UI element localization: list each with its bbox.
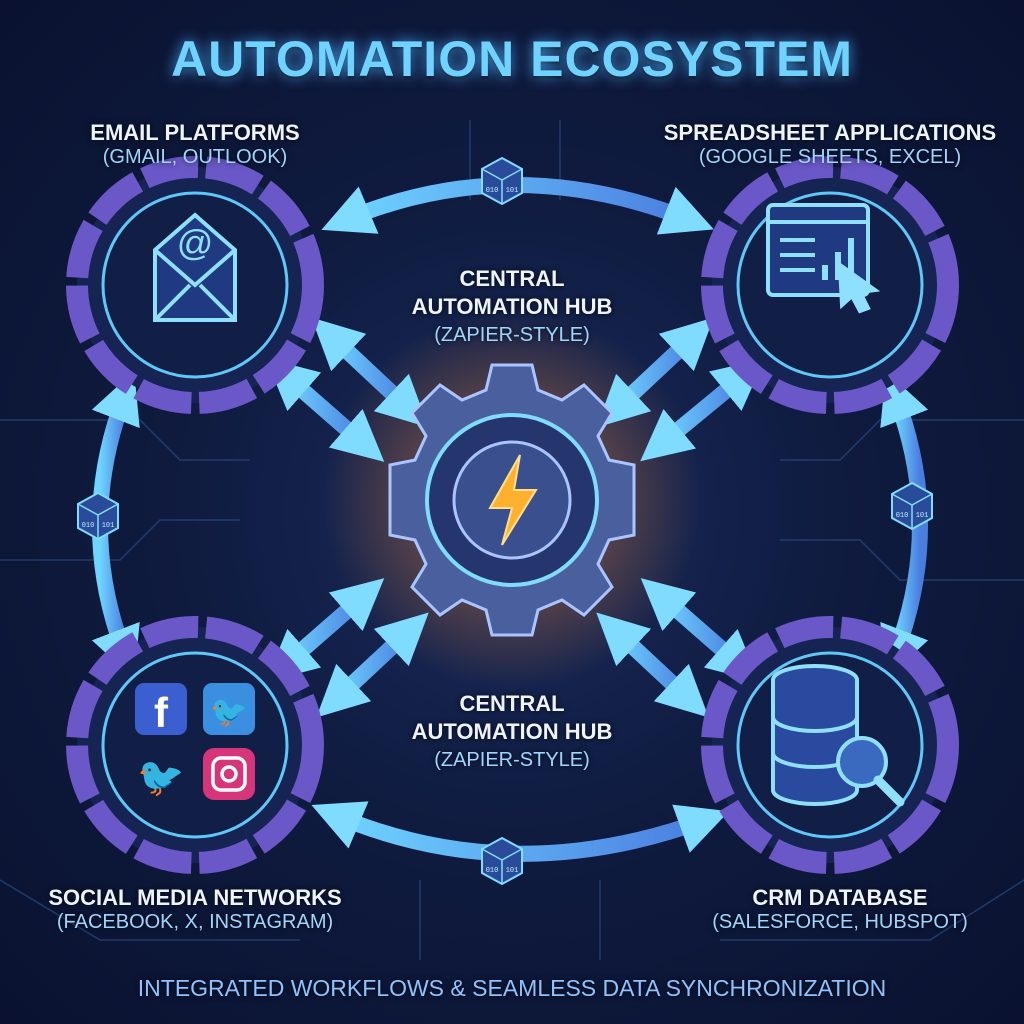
hub-label-line: CENTRAL	[459, 691, 565, 716]
node-email: EMAIL PLATFORMS (GMAIL, OUTLOOK)	[30, 120, 360, 169]
data-cube-icon	[77, 492, 119, 540]
node-sublabel: (FACEBOOK, X, INSTAGRAM)	[56, 911, 334, 933]
hub-label-line: AUTOMATION HUB	[411, 294, 613, 319]
twitter-icon	[203, 683, 255, 735]
hub-sublabel: (ZAPIER-STYLE)	[434, 324, 590, 346]
node-spreadsheet: SPREADSHEET APPLICATIONS (GOOGLE SHEETS,…	[650, 120, 1010, 169]
data-cube-icon	[891, 482, 933, 530]
svg-text:f: f	[154, 689, 169, 736]
arrow-hub-spreadsheet-2	[640, 358, 765, 462]
arrow-hub-social	[265, 578, 385, 682]
spreadsheet-chart-cursor-icon	[766, 203, 881, 314]
node-label: CRM DATABASE	[752, 885, 928, 910]
gear-lightning-icon	[388, 363, 636, 637]
database-search-icon	[771, 664, 905, 807]
node-label: EMAIL PLATFORMS	[90, 120, 300, 145]
svg-text:@: @	[177, 222, 214, 263]
hub-label-line: AUTOMATION HUB	[411, 719, 613, 744]
circuit-lines	[0, 120, 1024, 960]
node-sublabel: (GMAIL, OUTLOOK)	[102, 146, 288, 168]
hub-label-bottom: CENTRAL AUTOMATION HUB (ZAPIER-STYLE)	[362, 690, 662, 774]
social-logos-icon: f 🐦 🐦	[135, 683, 255, 800]
arrow-hub-crm-2	[596, 612, 709, 718]
svg-text:🐦: 🐦	[210, 696, 247, 729]
node-sublabel: (GOOGLE SHEETS, EXCEL)	[698, 146, 962, 168]
node-crm: CRM DATABASE (SALESFORCE, HUBSPOT)	[660, 885, 1020, 934]
facebook-icon	[135, 683, 187, 735]
node-label: SOCIAL MEDIA NETWORKS	[48, 885, 342, 910]
node-ring-social	[66, 616, 324, 874]
data-cube-icon	[481, 837, 523, 885]
arrow-hub-social-2	[316, 612, 429, 718]
instagram-icon	[203, 748, 255, 800]
footer-tagline: INTEGRATED WORKFLOWS & SEAMLESS DATA SYN…	[137, 975, 887, 1001]
envelope-at-icon: @	[153, 212, 237, 322]
hub-sublabel: (ZAPIER-STYLE)	[434, 749, 590, 771]
twitter-bird-icon: 🐦	[137, 757, 184, 799]
hub-label-line: CENTRAL	[459, 266, 565, 291]
hub-label-top: CENTRAL AUTOMATION HUB (ZAPIER-STYLE)	[362, 265, 662, 349]
page-title: AUTOMATION ECOSYSTEM	[170, 31, 854, 87]
node-social: SOCIAL MEDIA NETWORKS (FACEBOOK, X, INST…	[10, 885, 380, 934]
data-cube-icon	[481, 157, 523, 205]
arrow-hub-email-2	[265, 358, 385, 462]
node-sublabel: (SALESFORCE, HUBSPOT)	[712, 911, 968, 933]
node-label: SPREADSHEET APPLICATIONS	[663, 120, 997, 145]
arrow-hub-crm	[640, 578, 760, 682]
